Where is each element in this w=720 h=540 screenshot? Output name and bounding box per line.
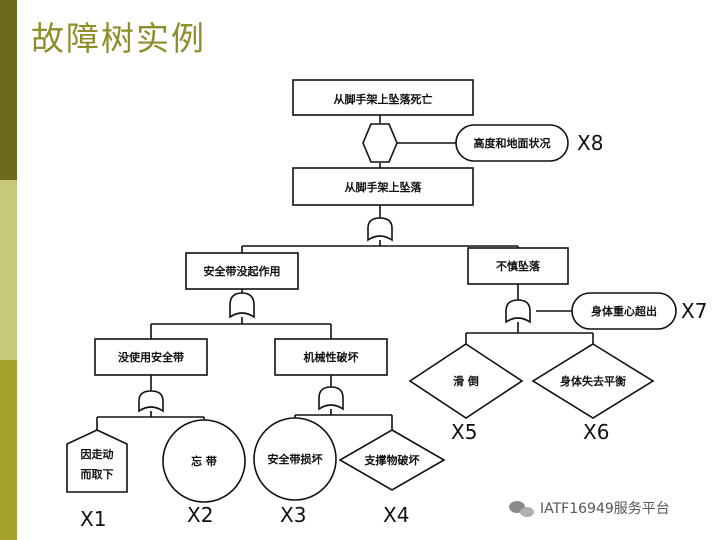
side-bar-middle (0, 180, 17, 360)
label-x7: X7 (681, 299, 707, 323)
basic-event-x4-label: 支撑物破坏 (364, 453, 420, 467)
basic-event-x2-circle (162, 419, 246, 503)
top-event-label: 从脚手架上坠落死亡 (334, 92, 433, 106)
condition-center-of-gravity-label: 身体重心超出 (591, 304, 657, 318)
side-bar-bottom (0, 360, 17, 540)
intermediate-event-box (292, 167, 474, 206)
basic-event-x2-label: 忘 带 (191, 454, 217, 468)
or-gate-right (505, 299, 531, 324)
or-gate-mechanical (318, 386, 344, 411)
or-gate-no-belt (138, 390, 164, 413)
right-branch-event-label: 不慎坠落 (496, 259, 541, 273)
basic-event-x6-label: 身体失去平衡 (560, 374, 626, 388)
left-branch-event-box (185, 252, 299, 290)
basic-event-x3-circle (253, 417, 337, 501)
or-gate-left (229, 292, 255, 319)
condition-height-ground (455, 124, 569, 162)
right-branch-event-box (467, 247, 569, 285)
condition-height-ground-label: 高度和地面状况 (474, 136, 551, 150)
label-x8: X8 (577, 131, 603, 155)
label-x5: X5 (451, 420, 477, 444)
label-x1: X1 (80, 507, 106, 531)
diamond-event-x6 (531, 343, 655, 419)
wechat-icon (509, 501, 534, 517)
slide-title: 故障树实例 (31, 19, 206, 58)
label-x2: X2 (187, 503, 213, 527)
basic-event-x1-label-line1: 因走动 (81, 447, 114, 461)
house-event-x1 (66, 429, 128, 493)
label-x3: X3 (280, 503, 306, 527)
basic-event-x1-label-line2: 而取下 (81, 468, 114, 481)
condition-center-of-gravity (571, 292, 677, 330)
diamond-event-x4 (338, 429, 446, 491)
label-x6: X6 (583, 420, 609, 444)
basic-event-x5-label: 滑 倒 (453, 374, 479, 388)
left-branch-event-label: 安全带没起作用 (204, 264, 281, 278)
label-x4: X4 (383, 503, 409, 527)
inhibit-gate-hexagon (362, 123, 398, 163)
mechanical-event-label: 机械性破坏 (304, 350, 359, 364)
intermediate-event-label: 从脚手架上坠落 (345, 180, 423, 194)
watermark-text: IATF16949服务平台 (540, 501, 670, 517)
no-belt-event-label: 没使用安全带 (118, 350, 184, 364)
diamond-event-x5 (408, 343, 524, 419)
top-event-box (292, 79, 474, 116)
or-gate-top (367, 217, 393, 242)
side-bar-top (0, 0, 17, 180)
basic-event-x3-label: 安全带损坏 (268, 452, 323, 466)
mechanical-event-box (274, 338, 388, 376)
no-belt-event-box (94, 338, 208, 376)
